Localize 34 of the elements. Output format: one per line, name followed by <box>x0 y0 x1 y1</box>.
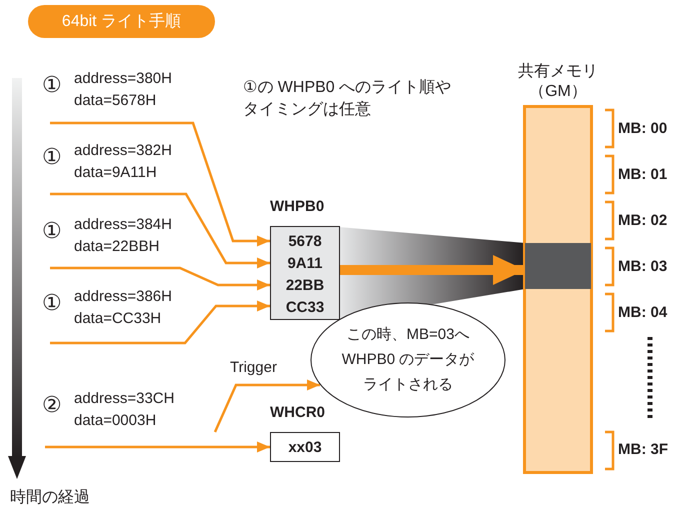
register-write-text: address=33CH data=0003H <box>74 389 176 431</box>
arrow <box>214 380 320 432</box>
note-text: ①の WHPB0 へのライト順やタイミングは任意 <box>243 78 452 120</box>
step-number: ① <box>42 145 62 169</box>
register-write-text: address=380H data=5678H <box>74 69 173 111</box>
callout-text: この時、MB=03へWHPB0 のデータがライトされる <box>340 325 476 395</box>
title-pill: 64bit ライト手順 <box>28 5 215 38</box>
arrow <box>45 442 270 452</box>
memory-block <box>525 243 591 289</box>
block-label: MB: 3F <box>618 441 668 458</box>
step-number: ① <box>42 73 62 97</box>
edge-label: Trigger <box>228 359 279 376</box>
block-label: MB: 04 <box>618 304 668 321</box>
memory-title: 共有メモリ（GM） <box>517 62 599 102</box>
block-label: MB: 03 <box>618 258 668 275</box>
block-label: MB: 01 <box>618 166 668 183</box>
step-number: ① <box>42 219 62 243</box>
register-write-text: address=382H data=9A11H <box>74 141 173 183</box>
transfer-arrow <box>340 255 525 285</box>
arrow <box>50 122 270 246</box>
register-write-text: address=386H data=CC33H <box>74 287 173 329</box>
step-number: ① <box>42 291 62 315</box>
axis-label: 時間の経過 <box>10 488 91 508</box>
arrow <box>50 266 270 290</box>
block-label: MB: 02 <box>618 212 668 229</box>
register-box: xx03 <box>270 432 340 462</box>
arrow <box>50 300 270 344</box>
register-box: 5678 9A11 22BB CC33 <box>270 226 340 320</box>
block-label: MB: 00 <box>618 120 668 137</box>
register-name: WHCR0 <box>270 404 325 421</box>
step-number: ② <box>42 393 62 417</box>
register-write-text: address=384H data=22BBH <box>74 215 173 257</box>
register-name: WHPB0 <box>270 198 324 215</box>
arrow <box>50 192 270 268</box>
